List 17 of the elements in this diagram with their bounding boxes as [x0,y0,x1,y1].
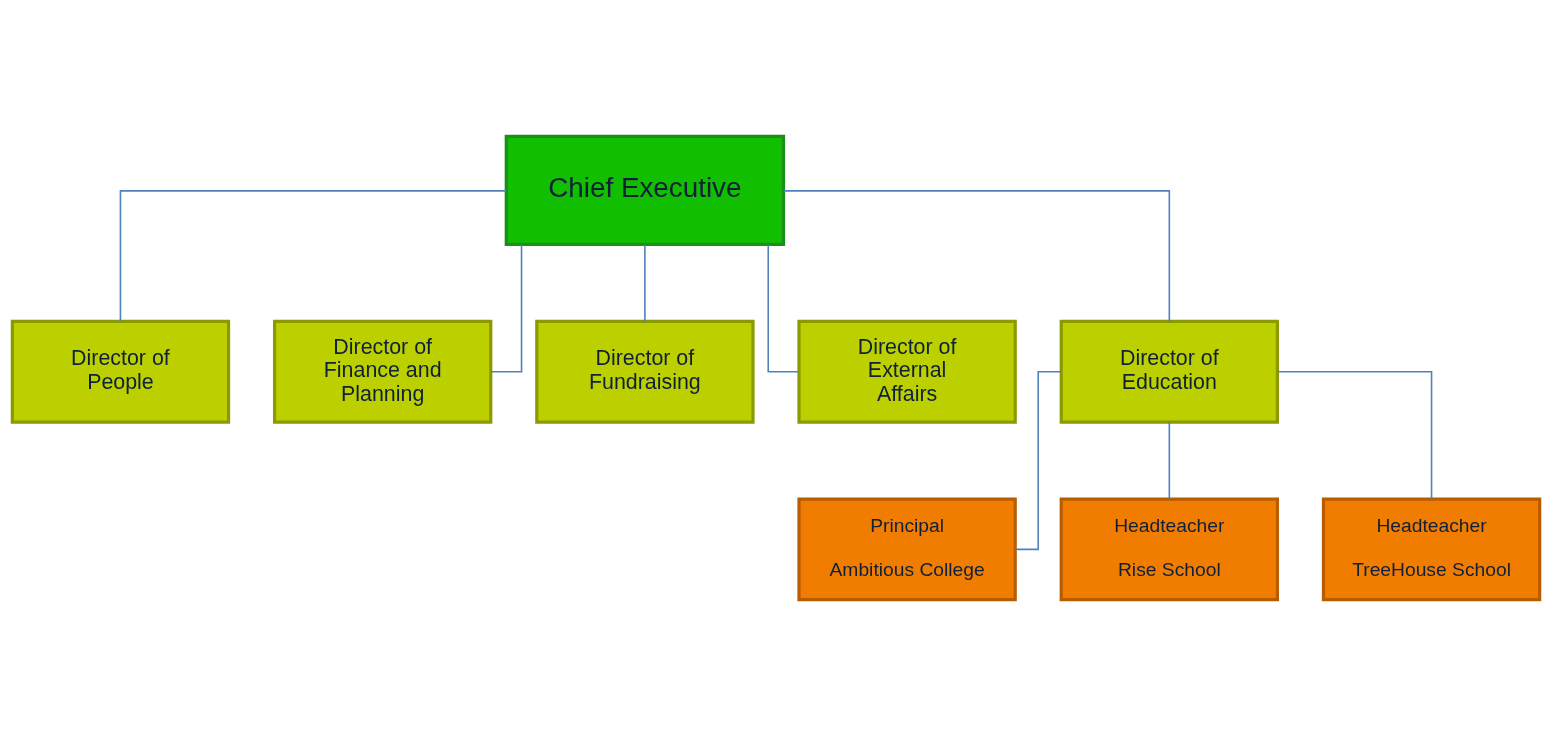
node-box: Director of External Affairs [797,319,1017,424]
node-box: Chief Executive [504,134,786,246]
node-box: Headteacher Rise School [1059,497,1280,601]
connector [767,243,800,373]
node-box: Director of Finance and Planning [272,319,493,424]
node-box: Headteacher TreeHouse School [1321,497,1542,601]
node-box: Director of People [10,319,231,424]
connector [490,243,523,373]
node-box: Director of Education [1059,319,1280,424]
connector [1168,420,1171,500]
connector [119,189,507,322]
connector [644,243,646,322]
connector [1014,370,1062,550]
connector [1276,370,1433,500]
node-box: Principal Ambitious College [797,497,1017,601]
connector [782,189,1171,322]
node-box: Director of Fundraising [535,319,755,424]
